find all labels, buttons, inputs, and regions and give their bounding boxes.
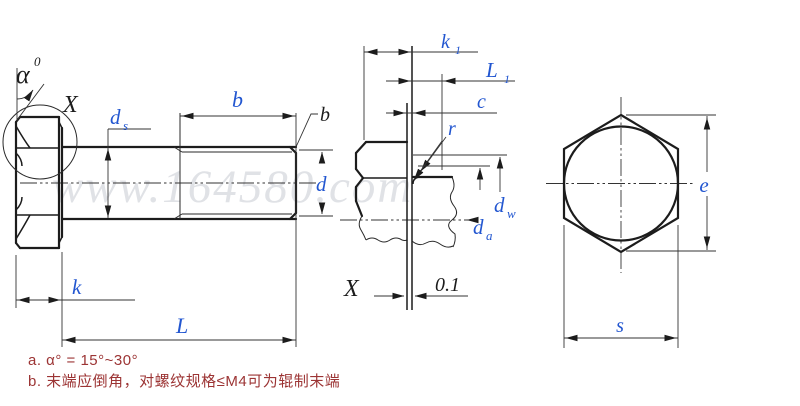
dim-k: k [15, 255, 135, 308]
alpha-label: α [16, 60, 31, 89]
dim-e: e [626, 114, 716, 252]
L1-sub: 1 [504, 72, 510, 86]
notes-block: a. α° = 15°~30° b. 末端应倒角，对螺纹规格≤M4可为辊制末端 [28, 352, 340, 390]
dim-ds: d s [104, 105, 151, 218]
dw-label: d [494, 193, 505, 217]
chamfer-callout: b [295, 104, 330, 148]
note-a: a. α° = 15°~30° [28, 352, 138, 369]
e-label: e [699, 173, 708, 197]
note-b: b. 末端应倒角，对螺纹规格≤M4可为辊制末端 [28, 372, 340, 390]
dim-c: c [386, 91, 497, 117]
hexagon-outline [562, 113, 680, 254]
dim-s: s [563, 225, 679, 348]
detail-shank [411, 175, 458, 248]
dim-k1: k 1 [363, 31, 478, 140]
dim-da: d a [418, 165, 493, 243]
d-label: d [316, 172, 327, 196]
chamfer-callout-label: b [320, 104, 330, 126]
dw-sub: w [507, 206, 516, 221]
dim-L: L [61, 252, 296, 347]
detail-circle-x [2, 104, 78, 180]
runout-value: 0.1 [435, 274, 460, 296]
s-label: s [616, 315, 624, 337]
left-view-bolt-side: α 0 X d s b b [2, 54, 333, 347]
r-label: r [448, 118, 456, 140]
watermark-text: www.164580.com [52, 161, 413, 213]
middle-view-underhead-detail: k 1 L 1 c r d w [340, 31, 516, 310]
dim-runout: 0.1 [374, 274, 468, 300]
dim-b: b [180, 87, 297, 347]
alpha-angle-dimension: α 0 [16, 54, 45, 121]
detail-marker-x: X [62, 92, 79, 118]
ds-sub: s [123, 118, 128, 133]
detail-head-outline [354, 140, 409, 243]
L-label: L [175, 313, 188, 338]
k1-label: k [441, 31, 451, 53]
right-view-hex-end: e s [546, 97, 716, 348]
detail-marker-x-2: X [343, 276, 360, 302]
k-label: k [72, 275, 82, 299]
k1-sub: 1 [455, 43, 461, 57]
alpha-sup: 0 [34, 54, 41, 69]
c-label: c [477, 91, 486, 113]
ds-label: d [110, 105, 121, 129]
chamfer-circle [562, 125, 680, 242]
dim-L1: L 1 [386, 58, 515, 170]
dim-r: r [413, 118, 456, 181]
da-label: d [473, 215, 484, 239]
da-sub: a [486, 228, 493, 243]
L1-label: L [485, 58, 498, 82]
b-label: b [232, 87, 243, 112]
dim-dw: d w [413, 154, 516, 221]
dim-d: d [299, 149, 333, 217]
